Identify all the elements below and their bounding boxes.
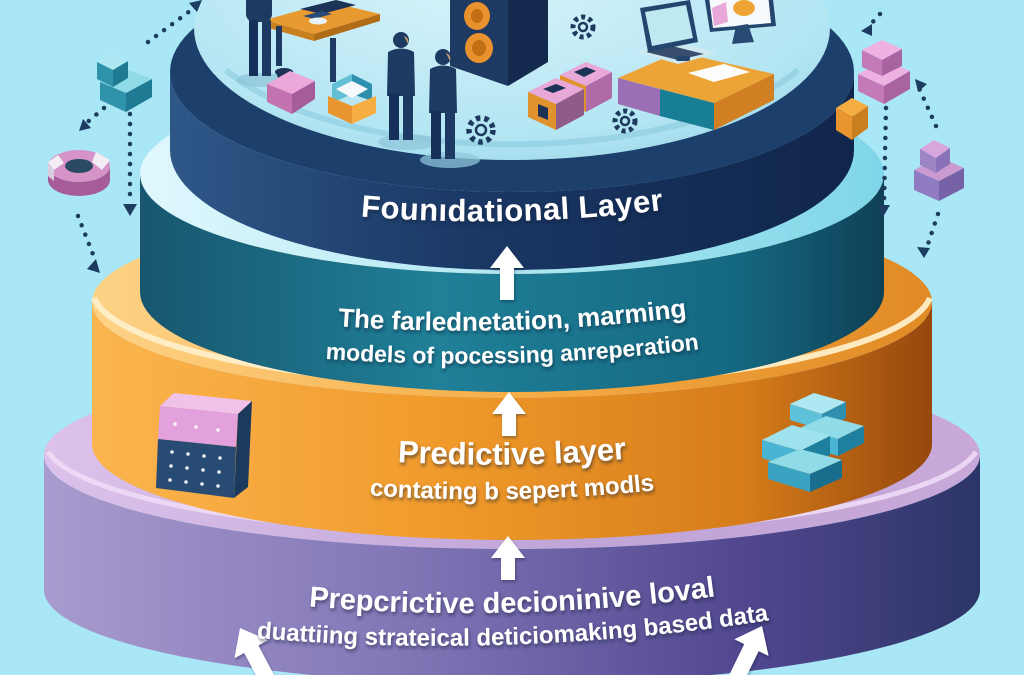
orange-box	[836, 98, 868, 140]
person-figure	[378, 32, 438, 150]
gear-icon	[570, 14, 596, 40]
work-table	[265, 0, 380, 82]
keypad-panel-icon	[156, 393, 252, 498]
puzzle-boxes	[528, 62, 612, 130]
data-blocks-icon	[762, 393, 864, 492]
laptop-desk	[618, 0, 774, 130]
platform-scene	[236, 0, 868, 168]
teal-cubes-icon	[97, 54, 152, 112]
tier-arrows	[234, 246, 769, 675]
envelope-box	[328, 74, 376, 124]
server-tower	[450, 0, 548, 86]
purple-cubes-icon	[914, 140, 964, 201]
predictive-line1: Predictive layer	[397, 431, 627, 472]
desktop-monitor	[704, 0, 776, 44]
gear-icon	[612, 108, 638, 134]
pink-data-box	[267, 68, 315, 114]
dotted-arrowheads	[79, 0, 930, 273]
pink-cubes-icon	[858, 40, 910, 104]
person-figure	[420, 49, 480, 168]
dotted-arrows	[75, 5, 941, 265]
arrow-up-right	[727, 626, 769, 675]
gear-icon	[466, 115, 496, 145]
arrow-up-foundational	[490, 246, 524, 300]
laptop	[636, 0, 718, 64]
arrow-up-processing	[492, 392, 526, 436]
donut-chart-icon	[48, 150, 110, 196]
arrow-up-left	[234, 628, 277, 675]
arrow-up-predictive	[491, 536, 525, 580]
